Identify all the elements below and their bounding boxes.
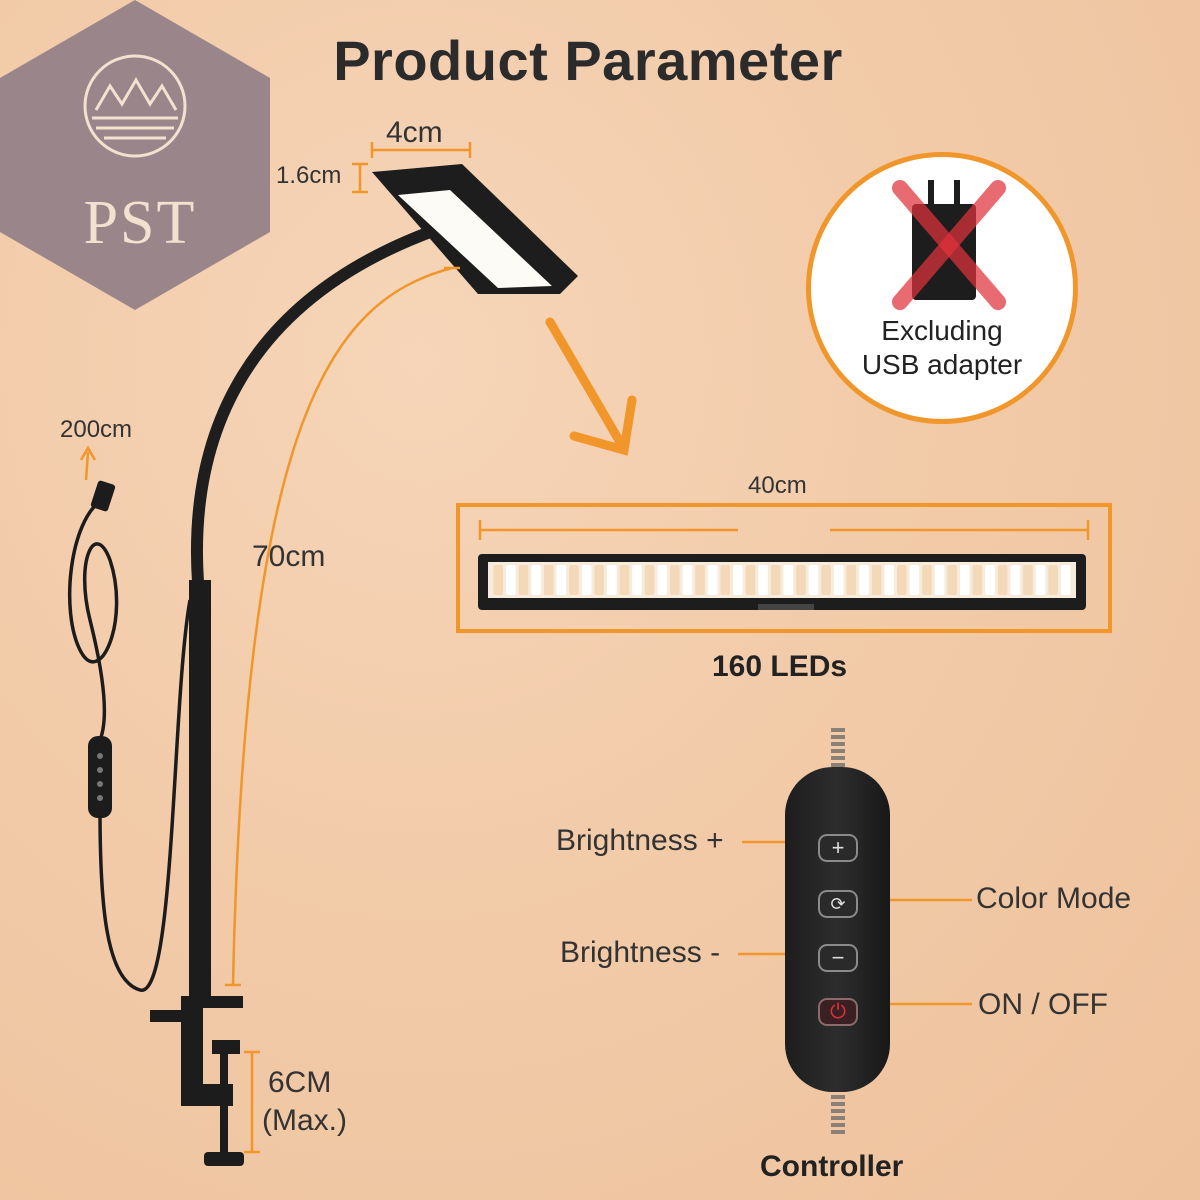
lamp-head (372, 164, 578, 294)
led-cell (518, 565, 529, 595)
led-cell (796, 565, 806, 595)
led-cells (493, 565, 1071, 595)
head-width-dimension (370, 142, 472, 158)
brightness-up-button[interactable]: + (818, 834, 858, 862)
minus-icon: − (831, 945, 845, 970)
clamp-opening-label: 6CM (268, 1066, 332, 1099)
head-thickness-dimension (352, 162, 368, 194)
desk-clamp (150, 996, 244, 1166)
controller-title: Controller (760, 1150, 904, 1183)
led-cell (859, 565, 869, 595)
head-thickness-label: 1.6cm (276, 162, 342, 189)
led-cell (644, 565, 655, 595)
lamp-pole (189, 580, 211, 1000)
power-button[interactable]: ⏻ (818, 998, 858, 1026)
brightness-down-label: Brightness - (560, 936, 721, 969)
led-cell (733, 565, 743, 595)
led-cell (632, 565, 642, 595)
led-cell (770, 565, 781, 595)
led-cell (569, 565, 579, 595)
strip-length-dimension (478, 520, 1090, 540)
color-mode-button[interactable]: ⟳ (818, 890, 858, 918)
adapter-note-line2: USB adapter (861, 349, 1023, 380)
led-cell (695, 565, 705, 595)
led-cell (607, 565, 617, 595)
adapter-note-text: Excluding USB adapter (806, 314, 1078, 382)
led-cell (985, 565, 995, 595)
power-label: ON / OFF (978, 988, 1108, 1021)
detail-arrow (545, 317, 637, 456)
led-cell (934, 565, 945, 595)
adapter-note-line1: Excluding (881, 315, 1003, 346)
plus-icon: + (831, 835, 845, 860)
adapter-note-circle (806, 152, 1078, 424)
led-cell (909, 565, 920, 595)
color-mode-label: Color Mode (976, 882, 1132, 915)
led-cell (707, 565, 718, 595)
led-cell (960, 565, 970, 595)
led-cell (997, 565, 1008, 595)
head-width-label: 4cm (386, 116, 443, 149)
page-title: Product Parameter (333, 29, 843, 92)
power-icon: ⏻ (830, 1001, 846, 1023)
usb-plug (90, 480, 116, 512)
led-cell (972, 565, 983, 595)
brand-badge (0, 0, 270, 310)
cable-length-arrow (79, 445, 97, 481)
clamp-opening-note: (Max.) (262, 1104, 347, 1137)
led-cell (745, 565, 756, 595)
brand-badge-text: PST (83, 189, 197, 257)
led-cell (581, 565, 592, 595)
led-cell (1035, 565, 1046, 595)
led-cell (543, 565, 554, 595)
led-cell (1010, 565, 1021, 595)
arm-length-dimension (225, 266, 460, 987)
led-strip (478, 554, 1086, 610)
led-strip-frame (456, 503, 1112, 633)
usb-cable (67, 498, 192, 992)
inline-controller (88, 736, 112, 818)
led-cell (833, 565, 844, 595)
led-cell (670, 565, 680, 595)
arm-length-label: 70cm (252, 540, 326, 573)
cable-length-label: 200cm (60, 416, 133, 443)
led-cell (619, 565, 630, 595)
led-cell (594, 565, 604, 595)
brightness-down-button[interactable]: − (818, 944, 858, 972)
led-cell (884, 565, 894, 595)
mountain-logo-icon (83, 54, 187, 158)
gooseneck-arm (191, 226, 436, 588)
led-cell (947, 565, 957, 595)
led-cell (783, 565, 794, 595)
led-cell (1023, 565, 1033, 595)
led-cell (657, 565, 667, 595)
led-cell (922, 565, 932, 595)
controller-body (785, 767, 890, 1092)
led-cell (506, 565, 516, 595)
strip-length-label: 40cm (748, 472, 807, 499)
led-cell (758, 565, 768, 595)
led-cell (1060, 565, 1071, 595)
led-cell (1048, 565, 1058, 595)
led-cell (871, 565, 882, 595)
led-cell (846, 565, 857, 595)
led-cell (682, 565, 693, 595)
color-mode-icon: ⟳ (830, 894, 846, 914)
led-cell (897, 565, 907, 595)
brightness-up-label: Brightness + (556, 824, 724, 857)
led-cell (556, 565, 567, 595)
led-count-label: 160 LEDs (712, 650, 848, 683)
led-cell (808, 565, 819, 595)
led-cell (493, 565, 504, 595)
led-cell (720, 565, 731, 595)
clamp-opening-dimension (244, 1050, 260, 1154)
led-cell (821, 565, 831, 595)
led-cell (531, 565, 541, 595)
